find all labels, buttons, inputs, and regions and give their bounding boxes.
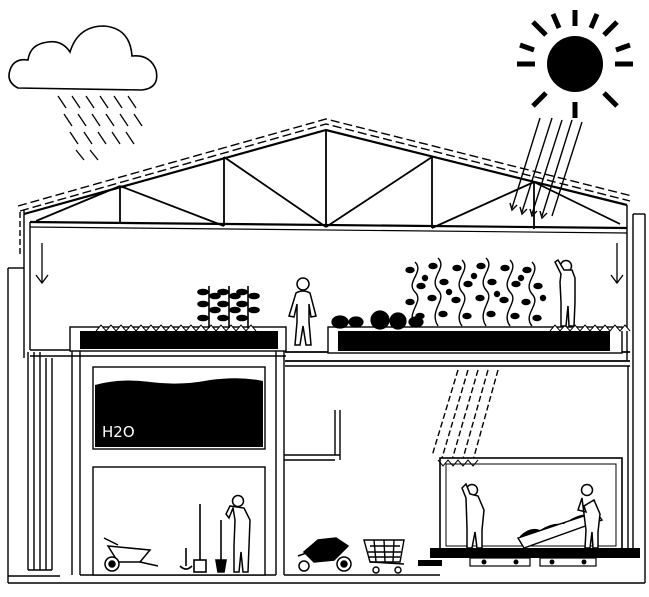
roof	[18, 119, 632, 233]
planter-bed-right	[328, 325, 630, 353]
rain-icon	[58, 96, 142, 160]
tank-label: H2O	[102, 423, 135, 441]
plant-icon	[237, 286, 259, 328]
person-icon	[555, 260, 575, 326]
arrow-down-icon	[36, 243, 48, 283]
sun-icon	[517, 10, 633, 118]
planter-bed-left	[70, 325, 286, 351]
wheelbarrow-icon	[298, 538, 351, 571]
arrow-down-icon	[611, 243, 623, 283]
plant-icon	[198, 286, 220, 328]
shopping-cart-icon	[364, 540, 404, 573]
grow-room	[418, 458, 640, 566]
melon-icon	[332, 311, 423, 329]
light-shaft	[432, 370, 498, 464]
water-tank: H2O	[93, 367, 265, 449]
person-icon	[289, 278, 316, 345]
cloud-icon	[9, 26, 157, 90]
vine-plants	[406, 258, 546, 326]
